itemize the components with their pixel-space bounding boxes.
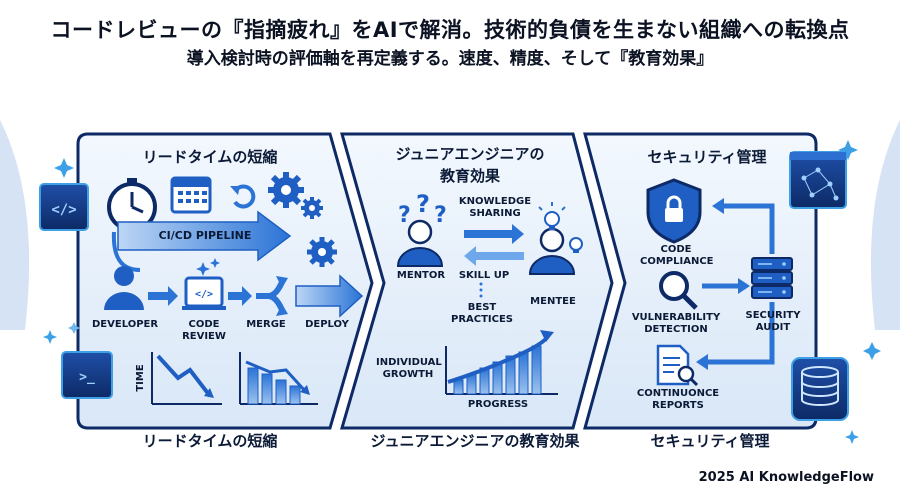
vulnerability-detection-label: VULNERABILITY DETECTION (631, 312, 721, 335)
svg-text:</>: </> (51, 202, 76, 218)
report-icon (656, 344, 699, 387)
refresh-icon (230, 184, 256, 209)
time-decline-line (156, 354, 212, 398)
flow-arrow (148, 286, 178, 306)
database-icon (791, 357, 849, 421)
bottom-label-security: セキュリティ管理 (650, 432, 770, 450)
panel-title-security: セキュリティ管理 (647, 148, 767, 166)
server-icon (751, 257, 793, 299)
progress-label: PROGRESS (467, 399, 529, 410)
shield-lock-icon (646, 178, 702, 244)
magnifier-icon (659, 271, 698, 310)
svg-text:</>: </> (195, 289, 213, 300)
lightbulb-icon (538, 202, 583, 253)
step-developer: DEVELOPER (92, 319, 159, 330)
decline-arrowhead (204, 388, 214, 398)
continuous-reports-label: CONTINUONCE REPORTS (636, 388, 720, 411)
footer-credit: 2025 AI KnowledgeFlow (698, 470, 874, 485)
deploy-arrow (295, 274, 364, 318)
loop-arrow-bottom (706, 302, 775, 365)
panel-title-lead-time: リードタイムの短縮 (142, 148, 278, 166)
code-compliance-label: CODE COMPLIANCE (640, 244, 714, 267)
individual-growth-label: INDIVIDUAL GROWTH (376, 357, 442, 380)
network-window-icon (789, 151, 847, 209)
developer-icon (104, 266, 144, 310)
pipeline-arrow (117, 210, 292, 262)
svg-text:?: ? (416, 190, 430, 218)
gear-icon (268, 172, 337, 267)
bottom-label-education: ジュニアエンジニアの教育効果 (370, 432, 580, 450)
security-audit-label: SECURITY AUDIT (745, 310, 801, 333)
merge-arrowhead (276, 276, 288, 288)
question-mark-icon: ? ? ? (398, 190, 447, 228)
terminal-icon: >_ (61, 351, 113, 399)
bar-chart-decline (239, 352, 318, 405)
code-window-icon: </> (39, 183, 89, 231)
svg-text:?: ? (434, 203, 447, 228)
calendar-icon (170, 176, 212, 214)
step-deploy: DEPLOY (305, 319, 349, 330)
svg-text:?: ? (398, 203, 411, 228)
dotted-connector (479, 282, 483, 298)
pipeline-label: CI/CD PIPELINE (158, 229, 252, 242)
left-swoosh (0, 120, 30, 330)
step-code-review: CODE REVIEW (182, 319, 226, 342)
bottom-label-lead-time: リードタイムの短縮 (142, 432, 278, 450)
step-merge: MERGE (246, 319, 286, 330)
growth-chart (445, 330, 558, 395)
share-arrow-right (464, 224, 524, 244)
page-subtitle: 導入検討時の評価軸を再定義する。速度、精度、そして『教育効果』 (186, 49, 714, 69)
code-review-icon: </> (182, 258, 226, 310)
pipeline-curve (111, 231, 141, 272)
mentor-icon (396, 219, 444, 267)
skill-up-label: SKILL UP (458, 270, 510, 281)
svg-text:>_: >_ (79, 370, 95, 385)
mentor-label: MENTOR (396, 270, 446, 281)
flow-arrow (228, 286, 252, 306)
time-axis-label: TIME (135, 364, 146, 392)
right-swoosh (870, 120, 900, 330)
time-chart (151, 352, 222, 405)
merge-arrowhead (276, 304, 288, 316)
panel-title-education: ジュニアエンジニアの 教育効果 (395, 145, 545, 185)
panel-education (340, 132, 614, 430)
mentee-icon (528, 227, 576, 275)
loop-arrow-top (722, 203, 775, 254)
knowledge-sharing-label: KNOWLEDGE SHARING (458, 196, 532, 219)
sparkle-icon (43, 140, 881, 444)
share-arrow-left (464, 246, 524, 266)
page-title: コードレビューの『指摘疲れ』をAIで解消。技術的負債を生まない組織への転換点 (50, 18, 850, 42)
best-practices-label: BEST PRACTICES (450, 302, 514, 325)
mentee-label: MENTEE (530, 296, 576, 307)
